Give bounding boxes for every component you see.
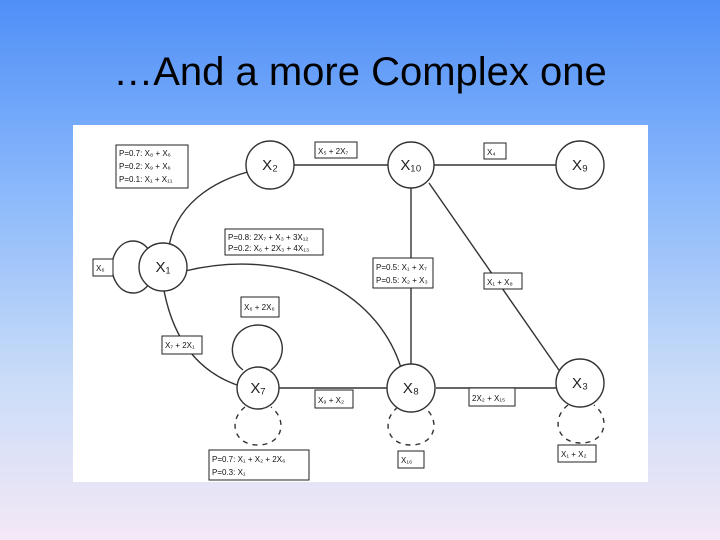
x4-text: X₄ [487,148,496,157]
x9-x2-text: X₉ + X₂ [318,396,344,405]
node-x7 [236,366,280,410]
box-x9-x2 [314,389,354,409]
x7-rule-2: P=0.3: X₁ [212,468,246,477]
box-x1-x2 [557,444,597,463]
node-x2-label: X₂ [262,157,278,174]
edge-x1-x8 [184,263,404,376]
edge-x1-x2 [167,169,256,254]
box-x6 [92,258,114,277]
node-x10-label: X₁₀ [400,157,421,174]
box-x16 [397,450,425,469]
node-x7-label: X₇ [250,380,265,397]
x1-rule-1: P=0.7: X₈ + X₆ [119,149,171,158]
x1-x8-text: X₁ + X₈ [487,278,513,287]
node-x9-label: X₉ [572,157,588,174]
node-x10 [387,141,435,189]
x2-rule-1: P=0.8: 2X₇ + X₃ + 3X₁₂ [228,233,309,242]
box-x7-2x1 [161,335,203,355]
x5-2x7-text: X₅ + 2X₇ [318,147,348,156]
node-x3-label: X₃ [572,375,588,392]
state-transition-diagram: X₂ X₁₀ X₉ X₁ X₇ X₈ X₃ P=0.7: X₈ + [92,140,605,481]
x10-rule-2: P=0.5: X₂ + X₃ [376,276,428,285]
x10-rule-1: P=0.5: X₁ + X₇ [376,263,427,272]
2x2-x15-text: 2X₂ + X₁₅ [472,394,505,403]
box-x6-2x6 [240,296,280,318]
node-x1 [138,242,188,292]
node-x3 [555,358,605,408]
x6-text: X₆ [96,264,105,273]
diagram-figure: X₂ X₁₀ X₉ X₁ X₇ X₈ X₃ P=0.7: X₈ + [73,125,648,482]
box-x5-2x7 [314,141,358,159]
node-x9 [555,140,605,190]
self-loop-x7-bottom [234,406,282,446]
box-x10-rules [372,257,434,289]
box-x7-rules [208,449,310,481]
node-x8 [386,363,436,413]
self-loop-x8-bottom [387,406,435,446]
self-loop-x7-top [231,324,283,371]
x16-text: X₁₆ [401,456,412,465]
box-x1-x8 [483,272,523,290]
x7-rule-1: P=0.7: X₁ + X₂ + 2X₆ [212,455,285,464]
x7-2x1-text: X₇ + 2X₁ [165,341,195,350]
x6-2x6-text: X₆ + 2X₆ [244,303,275,312]
box-2x2-x15 [468,387,516,407]
node-x8-label: X₈ [403,380,419,397]
x1-rule-3: P=0.1: X₁ + X₁₁ [119,175,173,184]
node-x2 [245,140,295,190]
x2-rule-2: P=0.2: X₆ + 2X₃ + 4X₁₃ [228,244,309,253]
box-x1-rules [115,144,189,189]
x1-x2-text: X₁ + X₂ [561,450,587,459]
x1-rule-2: P=0.2: X₉ + X₆ [119,162,171,171]
slide-title: …And a more Complex one [113,50,607,94]
box-x2-rules [224,228,324,256]
self-loop-x3-bottom [557,404,605,444]
box-x4 [483,142,507,160]
node-x1-label: X₁ [155,259,170,276]
